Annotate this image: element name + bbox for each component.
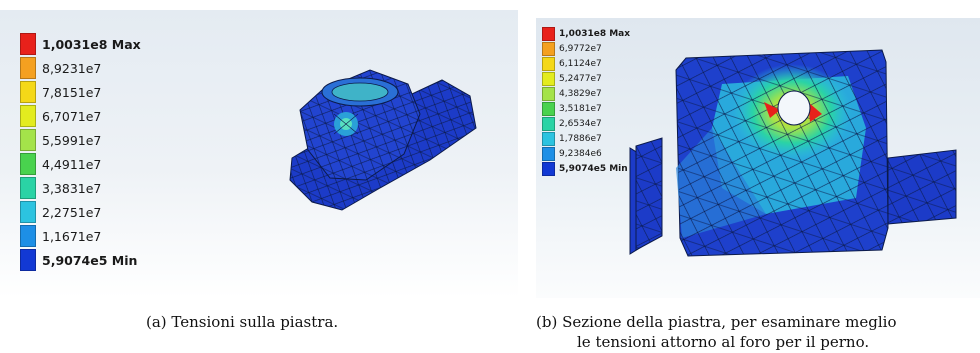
legend-b-row-8: 9,2384e6 bbox=[542, 146, 602, 161]
legend-b-label-1: 6,9772e7 bbox=[559, 43, 602, 54]
legend-b-swatch-8 bbox=[542, 146, 555, 161]
legend-a-row-4: 5,5991e7 bbox=[20, 128, 101, 152]
legend-a-label-0: 1,0031e8 Max bbox=[42, 36, 141, 52]
legend-a-swatch-9 bbox=[20, 249, 36, 271]
legend-b-label-2: 6,1124e7 bbox=[559, 58, 602, 69]
legend-a-row-0: 1,0031e8 Max bbox=[20, 32, 141, 56]
legend-b-label-4: 4,3829e7 bbox=[559, 88, 602, 99]
plate-section-model-b bbox=[629, 49, 957, 257]
legend-b-label-8: 9,2384e6 bbox=[559, 148, 602, 159]
legend-a-label-9: 5,9074e5 Min bbox=[42, 252, 138, 268]
legend-b-row-4: 4,3829e7 bbox=[542, 86, 602, 101]
legend-b-swatch-1 bbox=[542, 41, 555, 56]
legend-b-label-3: 5,2477e7 bbox=[559, 73, 602, 84]
viewport-b[interactable]: 1,0031e8 Max 6,9772e7 6,1124e7 5,2477e7 … bbox=[536, 18, 980, 298]
legend-a-label-6: 3,3831e7 bbox=[42, 180, 102, 196]
legend-b-row-5: 3,5181e7 bbox=[542, 101, 602, 116]
legend-a-row-6: 3,3831e7 bbox=[20, 176, 101, 200]
legend-b-row-2: 6,1124e7 bbox=[542, 56, 602, 71]
legend-b-label-9: 5,9074e5 Min bbox=[559, 163, 628, 174]
legend-b-label-0: 1,0031e8 Max bbox=[559, 28, 631, 39]
legend-b-row-7: 1,7886e7 bbox=[542, 131, 602, 146]
legend-b-row-1: 6,9772e7 bbox=[542, 41, 602, 56]
legend-b-swatch-9 bbox=[542, 161, 555, 176]
legend-b-swatch-0 bbox=[542, 26, 555, 41]
legend-a-swatch-1 bbox=[20, 57, 36, 79]
legend-a-swatch-8 bbox=[20, 225, 36, 247]
legend-b-row-3: 5,2477e7 bbox=[542, 71, 602, 86]
legend-b-swatch-3 bbox=[542, 71, 555, 86]
legend-a-row-9: 5,9074e5 Min bbox=[20, 248, 137, 272]
legend-b-swatch-7 bbox=[542, 131, 555, 146]
legend-a-swatch-3 bbox=[20, 105, 36, 127]
legend-b-swatch-6 bbox=[542, 116, 555, 131]
legend-b-label-5: 3,5181e7 bbox=[559, 103, 602, 114]
legend-a-row-3: 6,7071e7 bbox=[20, 104, 101, 128]
caption-b-line1: (b) Sezione della piastra, per esaminare… bbox=[536, 313, 897, 331]
legend-a-row-7: 2,2751e7 bbox=[20, 200, 101, 224]
legend-a-row-8: 1,1671e7 bbox=[20, 224, 101, 248]
legend-b-label-7: 1,7886e7 bbox=[559, 133, 602, 144]
legend-a-swatch-6 bbox=[20, 177, 36, 199]
legend-a-label-5: 4,4911e7 bbox=[42, 156, 102, 172]
legend-a-swatch-0 bbox=[20, 33, 36, 55]
plate-model-a bbox=[289, 69, 477, 211]
viewport-a[interactable]: 1,0031e8 Max 8,9231e7 7,8151e7 6,7071e7 … bbox=[0, 10, 518, 298]
legend-a-label-1: 8,9231e7 bbox=[42, 60, 102, 76]
legend-a-row-1: 8,9231e7 bbox=[20, 56, 101, 80]
legend-a-label-8: 1,1671e7 bbox=[42, 228, 102, 244]
legend-a-swatch-5 bbox=[20, 153, 36, 175]
legend-a-swatch-4 bbox=[20, 129, 36, 151]
legend-b-swatch-5 bbox=[542, 101, 555, 116]
legend-a-label-2: 7,8151e7 bbox=[42, 84, 102, 100]
legend-a-label-7: 2,2751e7 bbox=[42, 204, 102, 220]
legend-a-swatch-2 bbox=[20, 81, 36, 103]
legend-a-row-2: 7,8151e7 bbox=[20, 80, 101, 104]
legend-b-row-0: 1,0031e8 Max bbox=[542, 26, 630, 41]
legend-a-label-4: 5,5991e7 bbox=[42, 132, 102, 148]
legend-b-row-9: 5,9074e5 Min bbox=[542, 161, 628, 176]
legend-a-swatch-7 bbox=[20, 201, 36, 223]
caption-b-line2: le tensioni attorno al foro per il perno… bbox=[577, 333, 870, 351]
caption-a: (a) Tensioni sulla piastra. bbox=[146, 313, 339, 331]
legend-b-swatch-2 bbox=[542, 56, 555, 71]
legend-a-label-3: 6,7071e7 bbox=[42, 108, 102, 124]
legend-b-row-6: 2,6534e7 bbox=[542, 116, 602, 131]
legend-b-label-6: 2,6534e7 bbox=[559, 118, 602, 129]
legend-a-row-5: 4,4911e7 bbox=[20, 152, 101, 176]
legend-b-swatch-4 bbox=[542, 86, 555, 101]
